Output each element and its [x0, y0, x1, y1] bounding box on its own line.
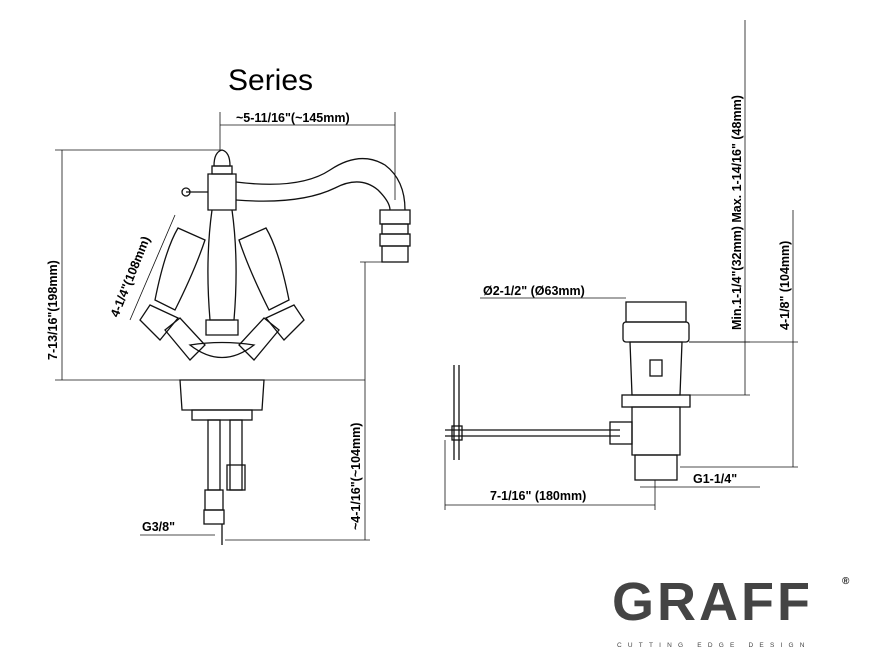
series-title: Series: [228, 64, 313, 97]
connection-label: G3/8": [142, 520, 175, 534]
spout-reach-label: ~5-11/16"(~145mm): [236, 111, 350, 125]
logo-brand: GRAFF: [612, 572, 813, 632]
faucet-drawing: [139, 149, 411, 545]
logo-tagline: CUTTING EDGE DESIGN: [617, 642, 811, 649]
height-label: 7-13/16"(198mm): [46, 260, 60, 360]
thread-label: G1-1/4": [693, 472, 737, 486]
drain-height-label: 4-1/8" (104mm): [778, 241, 792, 330]
rod-length-label: 7-1/16" (180mm): [490, 489, 586, 503]
drain-diameter-label: Ø2-1/2" (Ø63mm): [483, 284, 585, 298]
counter-range-label: Min.1-1/4"(32mm) Max. 1-14/16" (48mm): [730, 95, 744, 330]
drain-dimensions: Ø2-1/2" (Ø63mm) Min.1-1/4"(32mm) Max. 1-…: [444, 20, 798, 510]
graff-logo: GRAFF ® CUTTING EDGE DESIGN: [612, 572, 850, 649]
registered-mark: ®: [842, 576, 850, 587]
handle-span-label: 4-1/4"(108mm): [108, 234, 153, 319]
drain-drawing: [445, 301, 691, 481]
shank-length-label: ~4-1/16"(~104mm): [349, 423, 363, 530]
